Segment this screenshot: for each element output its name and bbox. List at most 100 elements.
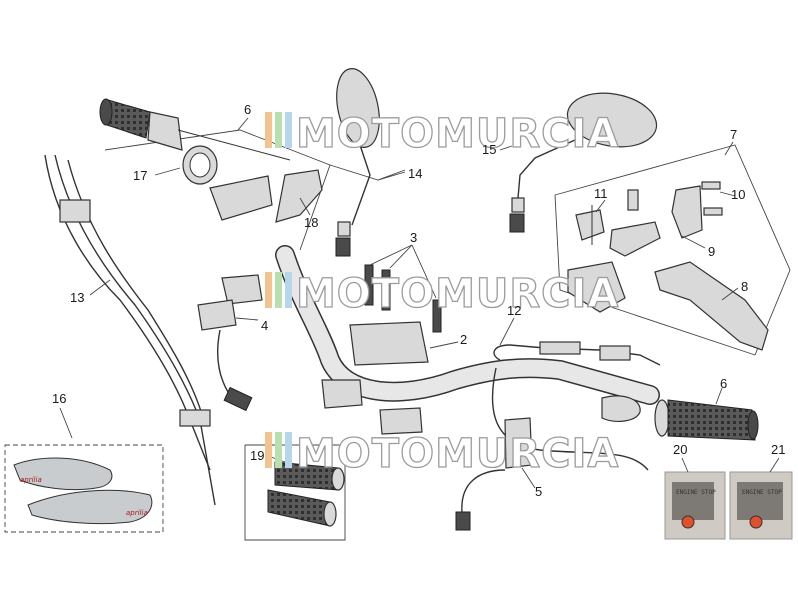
switch-5 — [455, 417, 533, 531]
callout-18: 18 — [304, 215, 318, 230]
switch-4-connector — [223, 386, 253, 412]
grip-kit-lower-end — [323, 501, 337, 527]
mirror-left-14 — [335, 68, 380, 257]
lower-clamp-right — [379, 407, 423, 435]
leader-6b — [715, 387, 723, 405]
lever-pin — [627, 189, 639, 211]
right-grip-end — [747, 410, 759, 440]
screw-10b — [703, 207, 723, 216]
mirror-right-glass — [566, 92, 658, 148]
leader-13 — [89, 279, 111, 296]
watermark-middle-stripe-1 — [265, 272, 272, 308]
leader-2 — [429, 341, 459, 349]
callout-6-right: 6 — [720, 376, 727, 391]
cable-bundle-13 — [44, 154, 216, 506]
callout-4: 4 — [261, 318, 268, 333]
photo-20-switch-body — [672, 482, 714, 520]
mirror-right-stem — [517, 139, 576, 199]
throttle-cable-12 — [491, 341, 661, 471]
callout-20: 20 — [673, 442, 687, 457]
throttle-cable-line — [493, 344, 661, 366]
callout-15: 15 — [482, 142, 496, 157]
callouts: 6 6 17 18 14 15 7 11 10 9 8 3 2 12 13 4 … — [52, 102, 785, 499]
callout-6-left: 6 — [244, 102, 251, 117]
throttle-cable-return — [491, 367, 649, 471]
handlebar-assembly — [275, 245, 660, 435]
switch-4 — [197, 274, 263, 412]
right-grip-6 — [654, 399, 759, 441]
callout-8: 8 — [741, 279, 748, 294]
mirror-right-bolt — [509, 213, 525, 233]
leader-3c — [411, 244, 437, 299]
handguard-left-logo: aprilia — [20, 476, 42, 484]
photo-20-label: ENGINE STOP — [676, 489, 716, 496]
callout-13: 13 — [70, 290, 84, 305]
throttle-cable-sleeve — [599, 345, 631, 361]
leader-7 — [724, 141, 734, 156]
clutch-lever-8 — [654, 261, 769, 351]
switch-4-wire — [216, 329, 229, 393]
left-handlebar-tube — [177, 129, 291, 161]
right-bar-end — [601, 395, 641, 422]
watermark-top: MOTOMURCIA — [265, 110, 619, 158]
watermark-middle-text: MOTOMURCIA — [296, 271, 619, 317]
screw-10a — [701, 181, 721, 190]
leader-11 — [595, 199, 606, 213]
photo-21-switch-body — [737, 482, 783, 520]
mirror-left-nut — [337, 221, 351, 237]
watermark-top-text: MOTOMURCIA — [296, 111, 619, 157]
watermark-bottom-text: MOTOMURCIA — [296, 431, 619, 477]
handguard-left — [13, 457, 113, 491]
grip-kit-lower — [267, 489, 331, 527]
upper-clamp-2 — [349, 321, 429, 366]
callout-7: 7 — [730, 127, 737, 142]
callout-3: 3 — [410, 230, 417, 245]
leader-5 — [521, 467, 536, 489]
mirror-right-15 — [509, 92, 658, 233]
throttle-ring-inner — [189, 152, 211, 178]
throttle-housing-lower — [209, 175, 273, 221]
watermark-bottom-stripe-1 — [265, 432, 272, 468]
watermark-bottom: MOTOMURCIA — [265, 430, 619, 478]
grip-kit-upper-end — [331, 467, 345, 491]
handlebar-tube — [276, 246, 659, 404]
callout-11: 11 — [594, 186, 608, 201]
callout-2: 2 — [460, 332, 467, 347]
leader-18 — [299, 197, 311, 216]
photo-20-kill-switch — [681, 515, 695, 529]
leader-3b — [389, 244, 413, 269]
leader-10 — [719, 191, 736, 197]
handguards-16: aprilia aprilia — [13, 457, 153, 525]
photo-21-kill-switch — [749, 515, 763, 529]
left-grip-assembly — [99, 98, 323, 223]
callout-16: 16 — [52, 391, 66, 406]
photo-20: ENGINE STOP — [664, 471, 726, 540]
callout-21: 21 — [771, 442, 785, 457]
cable-13-clip — [179, 409, 211, 427]
mirror-left-bolt — [335, 237, 351, 257]
grip-kit-box — [244, 444, 346, 541]
clamp-bolt-3a — [364, 264, 374, 306]
leader-17 — [154, 167, 181, 176]
callout-5: 5 — [535, 484, 542, 499]
left-grip-flange — [147, 111, 183, 151]
mirror-left-stem — [351, 144, 371, 226]
handguard-kit-box — [4, 444, 164, 533]
callout-9: 9 — [708, 244, 715, 259]
callout-12: 12 — [507, 303, 521, 318]
photo-21: ENGINE STOP — [729, 471, 793, 540]
right-grip-flange — [654, 399, 670, 437]
leader-6a — [237, 117, 249, 131]
clamp-bolt-3c — [432, 299, 442, 333]
leader-20 — [681, 457, 689, 473]
callout-17: 17 — [133, 168, 147, 183]
watermark-top-stripe-3 — [285, 112, 292, 148]
watermark-middle: MOTOMURCIA — [265, 270, 619, 318]
mirror-left-glass — [336, 68, 380, 148]
left-grip-end — [99, 98, 113, 126]
watermark-top-stripe-1 — [265, 112, 272, 148]
switch-4-housing — [221, 274, 263, 305]
leader-lines — [59, 117, 780, 489]
leader-15 — [499, 145, 513, 151]
callout-19: 19 — [250, 448, 264, 463]
